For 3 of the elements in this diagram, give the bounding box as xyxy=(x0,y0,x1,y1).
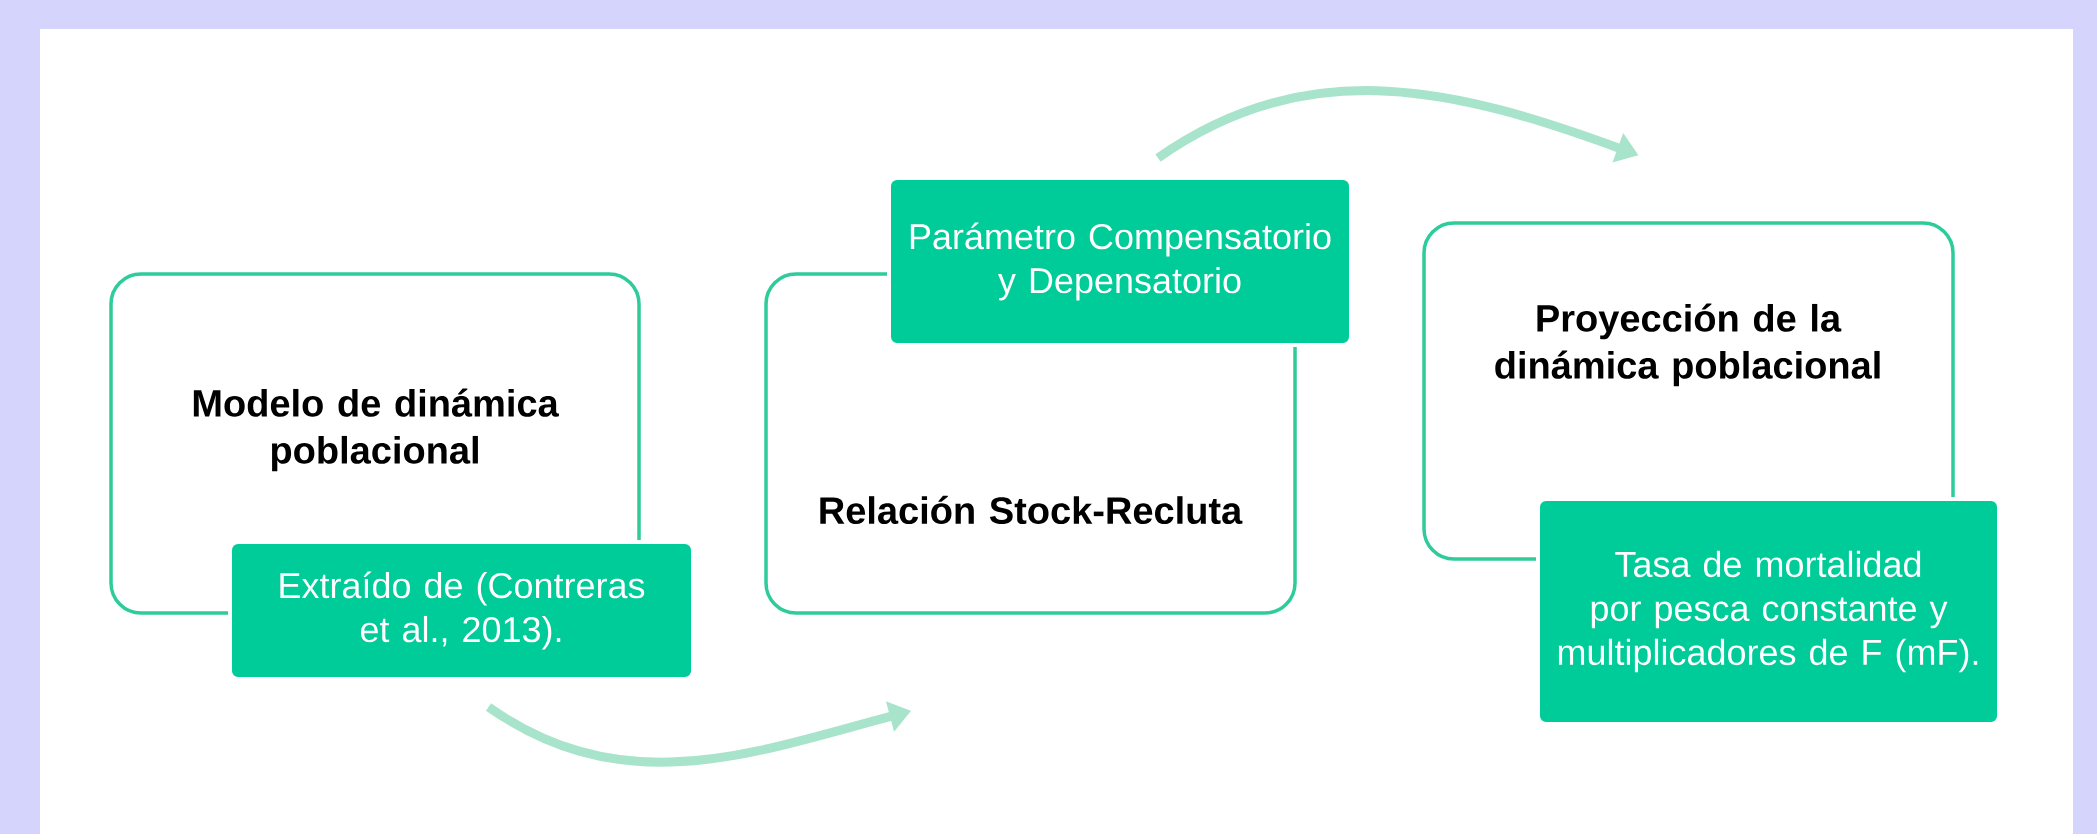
label-box: Tasa de mortalidad por pesca constante y multiplicadores de F (mF). xyxy=(1536,497,2001,726)
label-box: Extraído de (Contreras et al., 2013). xyxy=(228,540,695,681)
label-box: Parámetro Compensatorio y Depensatorio xyxy=(887,176,1353,347)
